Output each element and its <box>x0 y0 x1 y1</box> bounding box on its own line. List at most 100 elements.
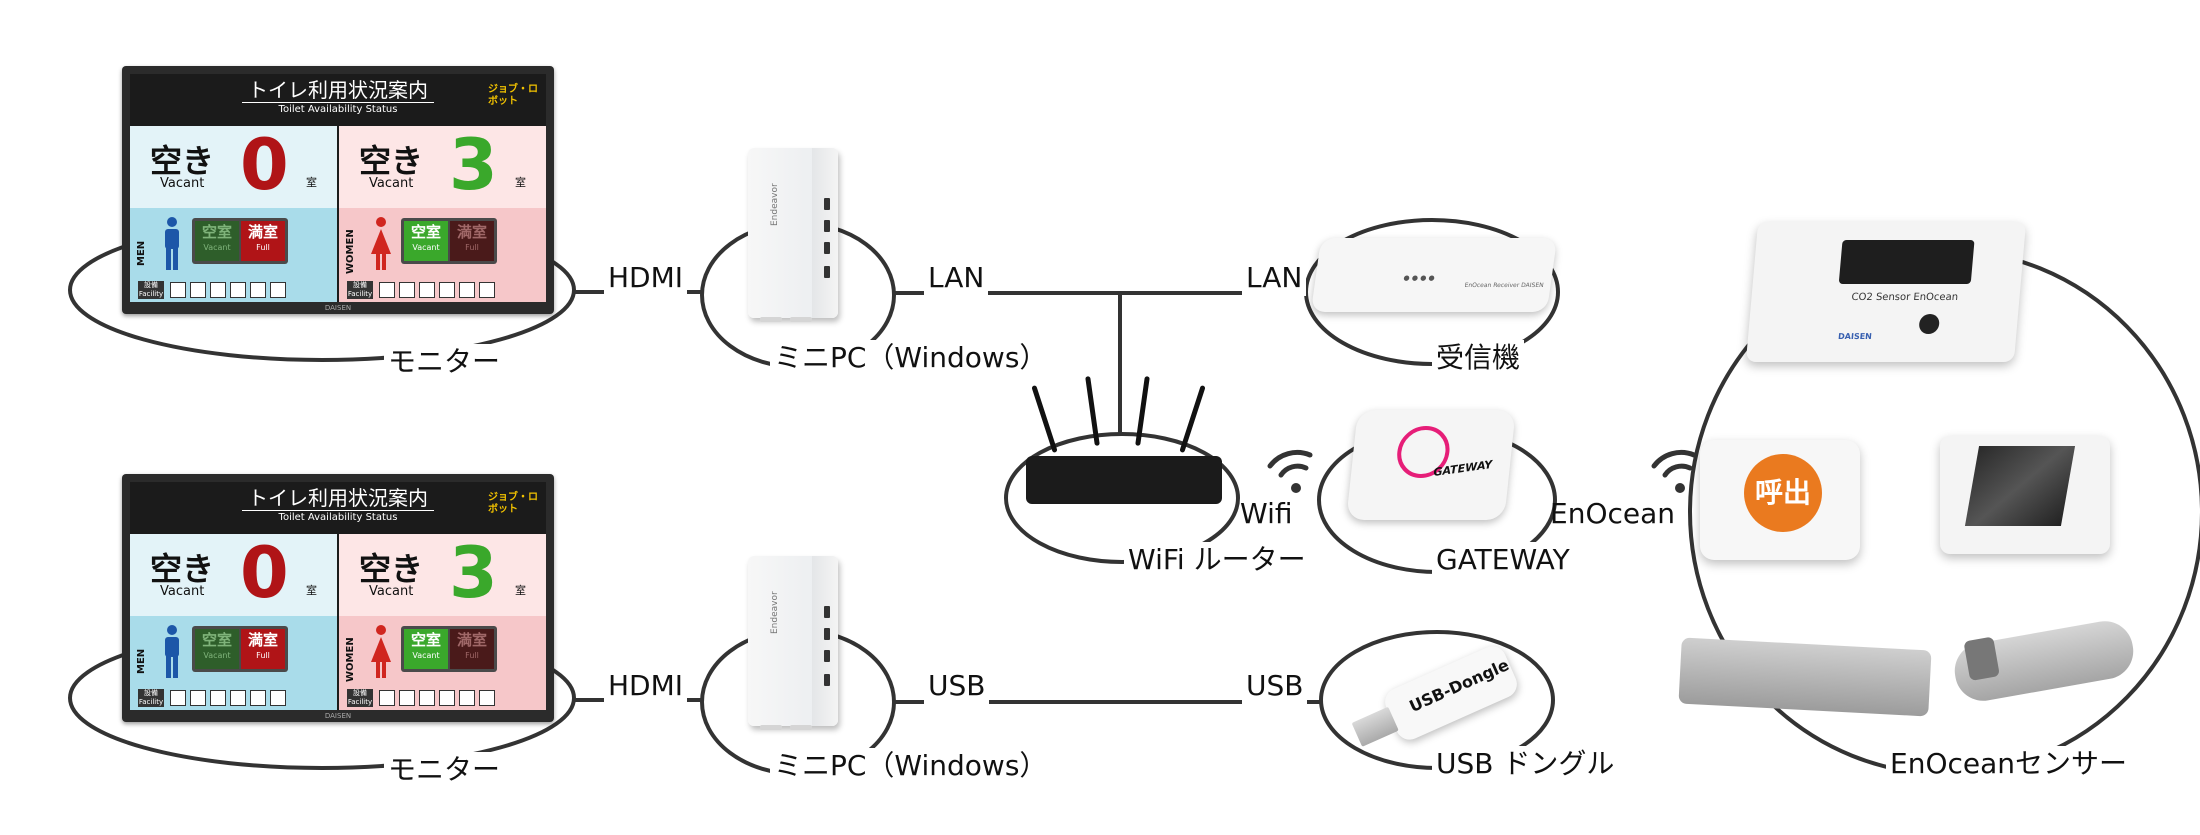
wifi-icon <box>1267 449 1313 493</box>
solar-panel <box>1838 240 1975 284</box>
solar-sensor <box>1940 436 2110 554</box>
family-icon <box>419 282 435 298</box>
vacant-en: Vacant <box>160 176 205 191</box>
sink-icon <box>459 282 475 298</box>
baby-seat-icon <box>439 282 455 298</box>
western-toilet-icon <box>190 690 206 706</box>
powder-room-icon <box>479 282 495 298</box>
co2-title: CO2 Sensor EnOcean <box>1851 292 1959 303</box>
label-lan-left: LAN <box>924 260 989 296</box>
room-unit: 室 <box>306 176 317 189</box>
antenna <box>1135 375 1150 447</box>
vacant-jp: 空き <box>150 550 215 588</box>
screen-logo: ジョブ・ロボット <box>488 84 538 107</box>
family-icon <box>419 690 435 706</box>
antenna <box>1031 384 1058 454</box>
label-enocean: EnOcean <box>1550 497 1676 530</box>
minipc-brand: Endeavor <box>770 183 780 226</box>
label-receiver: 受信機 <box>1432 340 1525 376</box>
label-lan-right: LAN <box>1242 260 1307 296</box>
toilet-icon <box>170 282 186 298</box>
vacant-jp: 空き <box>359 142 424 180</box>
setup-knob <box>1918 314 1941 334</box>
western-toilet-icon <box>399 690 415 706</box>
receiver-brand: EnOcean Receiver DAISEN <box>1464 282 1545 289</box>
family-icon <box>230 282 246 298</box>
women-vacant-count: 3 <box>449 532 498 614</box>
women-person-icon <box>371 625 391 678</box>
minipc-bottom: Endeavor <box>748 556 838 730</box>
solar-cell <box>1964 446 2076 526</box>
call-button-sensor: 呼出 <box>1700 440 1860 560</box>
label-hdmi-top: HDMI <box>604 260 688 296</box>
vacant-en: Vacant <box>160 584 205 599</box>
family-icon <box>230 690 246 706</box>
vacant-en: Vacant <box>369 176 414 191</box>
screen-subtitle: Toilet Availability Status <box>278 104 398 115</box>
toilet-icon <box>379 690 395 706</box>
label-sensors: EnOceanセンサー <box>1886 746 2132 782</box>
men-vacant-count: 0 <box>240 532 289 614</box>
sink-icon <box>270 690 286 706</box>
minipc-side <box>812 148 838 318</box>
western-toilet-icon <box>190 282 206 298</box>
monitor-top: トイレ利用状況案内 Toilet Availability Status ジョブ… <box>122 66 554 314</box>
gateway-device: GATEWAY <box>1346 410 1516 520</box>
router-body <box>1026 456 1222 504</box>
women-label: WOMEN <box>345 229 356 274</box>
toilet-icon <box>379 282 395 298</box>
receiver-leds: ● ● ● ● <box>1403 274 1436 282</box>
monitor-screen: トイレ利用状況案内 Toilet Availability Status ジョブ… <box>130 74 546 302</box>
wheelchair-icon <box>210 282 226 298</box>
vacant-jp: 空き <box>359 550 424 588</box>
receiver-device: ● ● ● ● EnOcean Receiver DAISEN <box>1310 238 1558 312</box>
co2-sensor: CO2 Sensor EnOcean DAISEN <box>1745 222 2027 362</box>
wifi-router <box>1024 375 1224 526</box>
label-wifi: Wifi <box>1240 497 1293 530</box>
sink-icon <box>459 690 475 706</box>
sink-icon <box>270 282 286 298</box>
monitor-screen: トイレ利用状況案内 Toilet Availability Status ジョブ… <box>130 482 546 710</box>
label-monitor-bottom: モニター <box>384 752 505 788</box>
western-toilet-icon <box>399 282 415 298</box>
screen-title: トイレ利用状況案内 <box>242 486 434 511</box>
label-usb-right: USB <box>1242 668 1308 704</box>
baby-seat-icon <box>439 690 455 706</box>
baby-icon <box>250 282 266 298</box>
men-label: MEN <box>136 648 147 674</box>
label-minipc-top: ミニPC（Windows） <box>770 340 1052 376</box>
antenna <box>1085 375 1100 447</box>
baby-icon <box>250 690 266 706</box>
antenna <box>1179 384 1206 454</box>
vacant-jp: 空き <box>150 142 215 180</box>
minipc-brand: Endeavor <box>770 591 780 634</box>
label-usb-left: USB <box>924 668 990 704</box>
label-hdmi-bottom: HDMI <box>604 668 688 704</box>
screen-header: トイレ利用状況案内 Toilet Availability Status ジョブ… <box>130 74 546 126</box>
co2-brand: DAISEN <box>1837 332 1873 341</box>
men-person-icon <box>165 625 179 678</box>
room-unit: 室 <box>515 584 526 597</box>
room-unit: 室 <box>515 176 526 189</box>
screen-subtitle: Toilet Availability Status <box>278 512 398 523</box>
monitor-brand: DAISEN <box>324 304 352 312</box>
screen-title: トイレ利用状況案内 <box>242 78 434 103</box>
men-label: MEN <box>136 240 147 266</box>
minipc-side <box>812 556 838 726</box>
